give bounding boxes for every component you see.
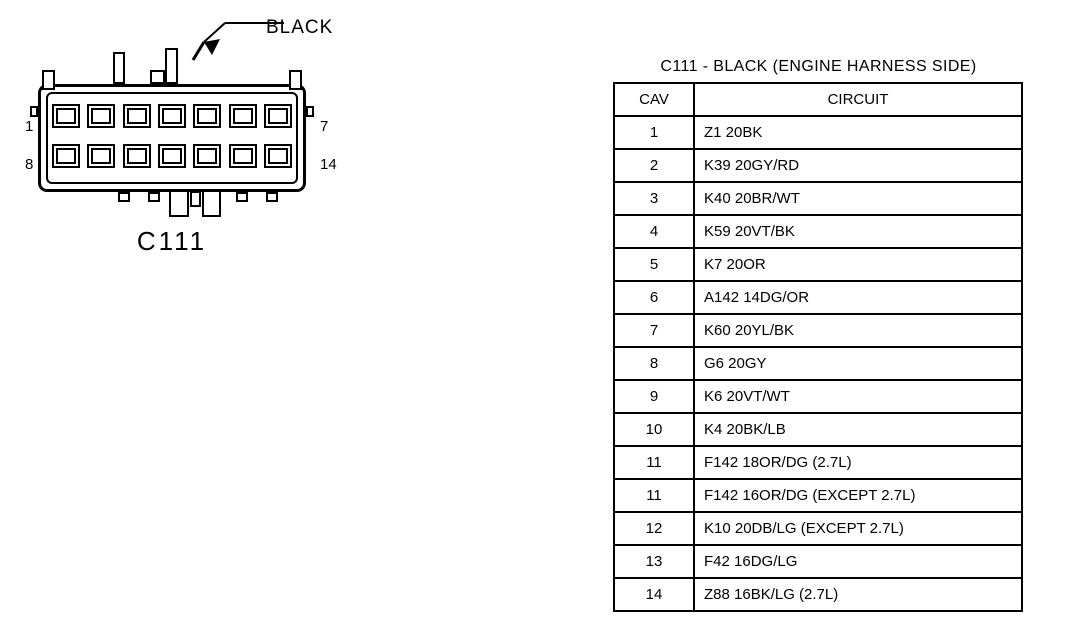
connector-diagram: BLACK (25, 17, 337, 256)
pin-number-bottom-right: 14 (320, 156, 337, 173)
cell-cav: 4 (613, 214, 695, 249)
cavity-row-top (52, 104, 292, 130)
cell-circuit: K59 20VT/BK (693, 214, 1023, 249)
cell-cav: 6 (613, 280, 695, 315)
cell-circuit: G6 20GY (693, 346, 1023, 381)
column-header-circuit: CIRCUIT (693, 82, 1023, 117)
pin-number-bottom-left: 8 (25, 156, 34, 173)
cell-circuit: F142 18OR/DG (2.7L) (693, 445, 1023, 480)
pin-number-top-left: 1 (25, 118, 34, 135)
side-nub-right (306, 106, 314, 117)
cell-circuit: A142 14DG/OR (693, 280, 1023, 315)
cell-cav: 9 (613, 379, 695, 414)
connector-name-label: C111 (136, 226, 208, 256)
bottom-tab-1 (118, 192, 130, 202)
bottom-tab-3 (236, 192, 248, 202)
cell-cav: 11 (613, 445, 695, 480)
connector-housing (30, 70, 314, 192)
cell-circuit: F42 16DG/LG (693, 544, 1023, 579)
cell-circuit: K40 20BR/WT (693, 181, 1023, 216)
cavity-5 (193, 104, 222, 128)
cavity-grid (52, 104, 292, 176)
cavity-8 (52, 144, 80, 168)
cell-cav: 7 (613, 313, 695, 348)
cavity-12 (193, 144, 222, 168)
bottom-tab-4 (266, 192, 278, 202)
side-nub-left (30, 106, 38, 117)
cell-circuit: K6 20VT/WT (693, 379, 1023, 414)
cell-cav: 2 (613, 148, 695, 183)
cavity-2 (87, 104, 116, 128)
cell-cav: 3 (613, 181, 695, 216)
cell-circuit: K7 20OR (693, 247, 1023, 282)
bottom-tab-2 (148, 192, 160, 202)
cavity-10 (122, 144, 151, 168)
cell-cav: 8 (613, 346, 695, 381)
cell-cav: 12 (613, 511, 695, 546)
cavity-6 (228, 104, 257, 128)
leader-arrow-icon (191, 22, 284, 61)
cell-circuit: K4 20BK/LB (693, 412, 1023, 447)
cavity-9 (87, 144, 116, 168)
cell-circuit: K39 20GY/RD (693, 148, 1023, 183)
cavity-7 (263, 104, 292, 128)
cavity-4 (157, 104, 186, 128)
locking-ear-right (289, 70, 302, 90)
connector-shell-outer (38, 84, 306, 192)
cell-cav: 13 (613, 544, 695, 579)
cell-circuit: F142 16OR/DG (EXCEPT 2.7L) (693, 478, 1023, 513)
cavity-13 (228, 144, 257, 168)
cell-circuit: K10 20DB/LG (EXCEPT 2.7L) (693, 511, 1023, 546)
cell-circuit: K60 20YL/BK (693, 313, 1023, 348)
cell-cav: 5 (613, 247, 695, 282)
cavity-1 (52, 104, 80, 128)
cavity-14 (263, 144, 292, 168)
cavity-row-bottom (52, 144, 292, 170)
connector-shell-inner (46, 92, 298, 184)
circuit-table-panel: C111 - BLACK (ENGINE HARNESS SIDE) CAV C… (613, 58, 1024, 612)
cell-circuit: Z88 16BK/LG (2.7L) (693, 577, 1023, 612)
top-tab-left (113, 52, 125, 84)
top-tab-step (150, 70, 165, 84)
table-header-row: CAV CIRCUIT (613, 82, 1023, 117)
cell-cav: 11 (613, 478, 695, 513)
cell-cav: 1 (613, 115, 695, 150)
cavity-11 (157, 144, 186, 168)
cell-cav: 10 (613, 412, 695, 447)
column-header-cav: CAV (613, 82, 695, 117)
pin-number-top-right: 7 (320, 118, 329, 135)
center-latch-icon (169, 191, 221, 217)
top-tab-right (165, 48, 178, 84)
table-title: C111 - BLACK (ENGINE HARNESS SIDE) (660, 58, 977, 75)
cell-cav: 14 (613, 577, 695, 612)
cavity-3 (122, 104, 151, 128)
locking-ear-left (42, 70, 55, 90)
cell-circuit: Z1 20BK (693, 115, 1023, 150)
